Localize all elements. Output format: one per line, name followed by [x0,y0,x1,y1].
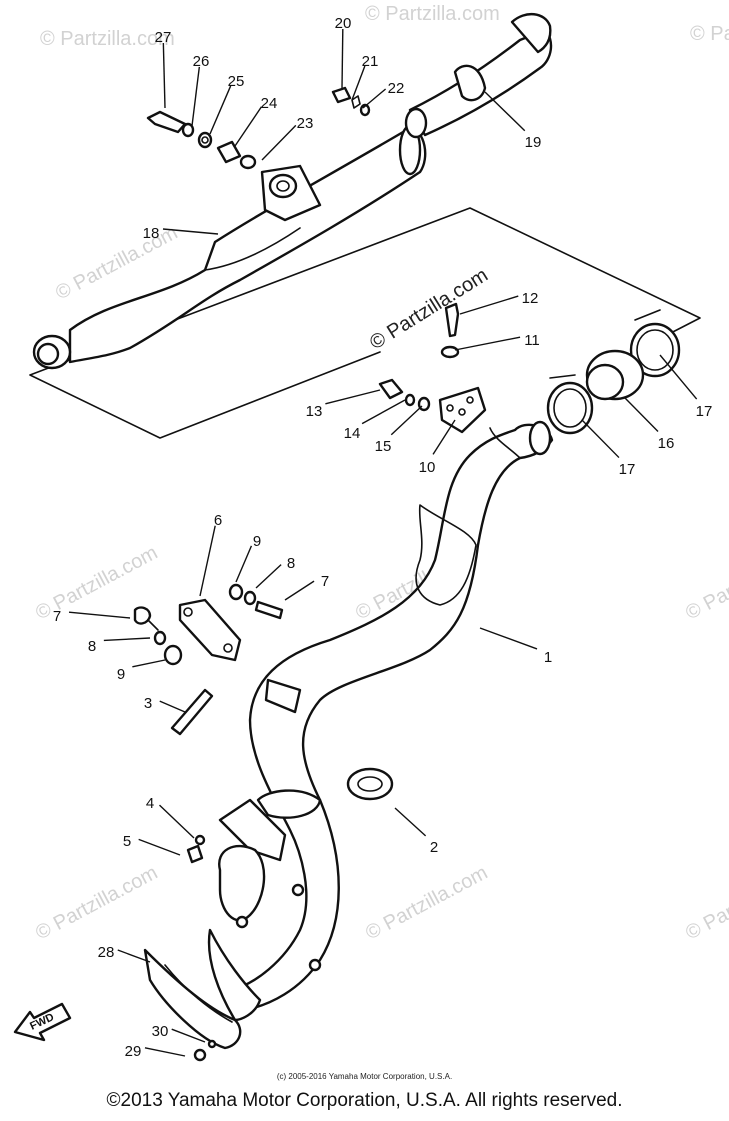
callout-8a-leader [255,564,282,589]
callout-14-leader [361,399,406,425]
callout-19-leader [484,91,526,132]
callout-27-leader [162,42,166,109]
callout-8b: 8 [88,638,96,655]
callout-15-leader [390,405,423,436]
callout-11-leader [454,336,521,351]
callout-29: 29 [125,1043,142,1060]
callout-10: 10 [419,459,436,476]
callout-4: 4 [146,795,154,812]
callout-7b-leader [68,611,131,619]
watermark: © Partzilla.com [32,862,161,945]
callout-5-leader [138,838,181,856]
upper-fasteners [146,86,371,170]
callout-21-leader [351,65,366,101]
callout-10-leader [432,419,456,455]
callout-7a: 7 [321,573,329,590]
exhaust-guard [143,928,262,1062]
callout-9a: 9 [253,533,261,550]
callout-25-leader [209,85,232,135]
callout-18-leader [162,228,219,235]
callout-9b-leader [132,659,166,668]
gasket-and-nuts [186,767,394,864]
callout-19: 19 [525,134,542,151]
callout-28-leader [117,949,151,963]
callout-30: 30 [152,1023,169,1040]
callout-17a: 17 [696,403,713,420]
callout-2-leader [394,807,427,837]
callout-2: 2 [430,839,438,856]
callout-20-leader [341,28,344,89]
watermark: © Partzilla.com [690,23,729,45]
callout-6: 6 [214,512,222,529]
copyright-notice: ©2013 Yamaha Motor Corporation, U.S.A. A… [106,1090,623,1111]
watermark: © Partzilla.com [362,862,491,945]
pipe-clamps [546,309,681,435]
callout-22: 22 [388,80,405,97]
callout-7a-leader [284,580,315,601]
callout-22-leader [362,88,387,109]
callout-7b: 7 [53,608,61,625]
mounting-bracket [378,302,487,434]
callout-18: 18 [143,225,160,242]
watermark: © Partzilla.com [682,542,729,625]
watermark: © Partzilla.com [40,28,175,50]
callout-13: 13 [306,403,323,420]
callout-30-leader [171,1028,206,1043]
callout-1-leader [479,627,538,650]
watermark-main: © Partzilla.com [366,264,492,354]
callout-26: 26 [193,53,210,70]
watermark: © Partzilla.com [682,862,729,945]
callout-20: 20 [335,15,352,32]
callout-21: 21 [362,53,379,70]
fwd-arrow-icon: FWD [13,1002,72,1042]
callout-25: 25 [228,73,245,90]
callout-16: 16 [658,435,675,452]
callout-11: 11 [524,332,540,349]
callout-29-leader [144,1047,186,1057]
pipe-bracket [133,583,302,736]
callout-13-leader [325,389,381,405]
callout-12: 12 [522,290,539,307]
callout-28: 28 [98,944,115,961]
muffler-alignment-frame [29,207,701,439]
callout-16-leader [624,397,659,433]
callout-4-leader [159,804,195,839]
callout-9a-leader [235,545,253,583]
callout-26-leader [191,66,201,127]
exhaust-pipe [218,420,554,1012]
callout-6-leader [199,525,216,597]
callout-12-leader [459,295,519,315]
callout-8a: 8 [287,555,295,572]
callout-23: 23 [297,115,314,132]
callout-24-leader [234,106,263,147]
callout-3: 3 [144,695,152,712]
watermark: © Partzilla.com [365,3,500,25]
callout-17b-leader [581,419,620,459]
callout-8b-leader [103,637,151,642]
tail-pipe [404,13,553,139]
callout-17b: 17 [619,461,636,478]
callout-24: 24 [261,95,278,112]
callout-17a-leader [659,354,698,400]
callout-27: 27 [155,29,172,46]
callout-15: 15 [375,438,392,455]
callout-1: 1 [544,649,552,666]
callout-3-leader [159,700,186,713]
callout-5: 5 [123,833,131,850]
callout-9b: 9 [117,666,125,683]
callout-23-leader [261,124,297,161]
small-copyright: (c) 2005-2016 Yamaha Motor Corporation, … [276,1072,453,1081]
muffler-assembly [32,124,427,370]
callout-14: 14 [344,425,361,442]
